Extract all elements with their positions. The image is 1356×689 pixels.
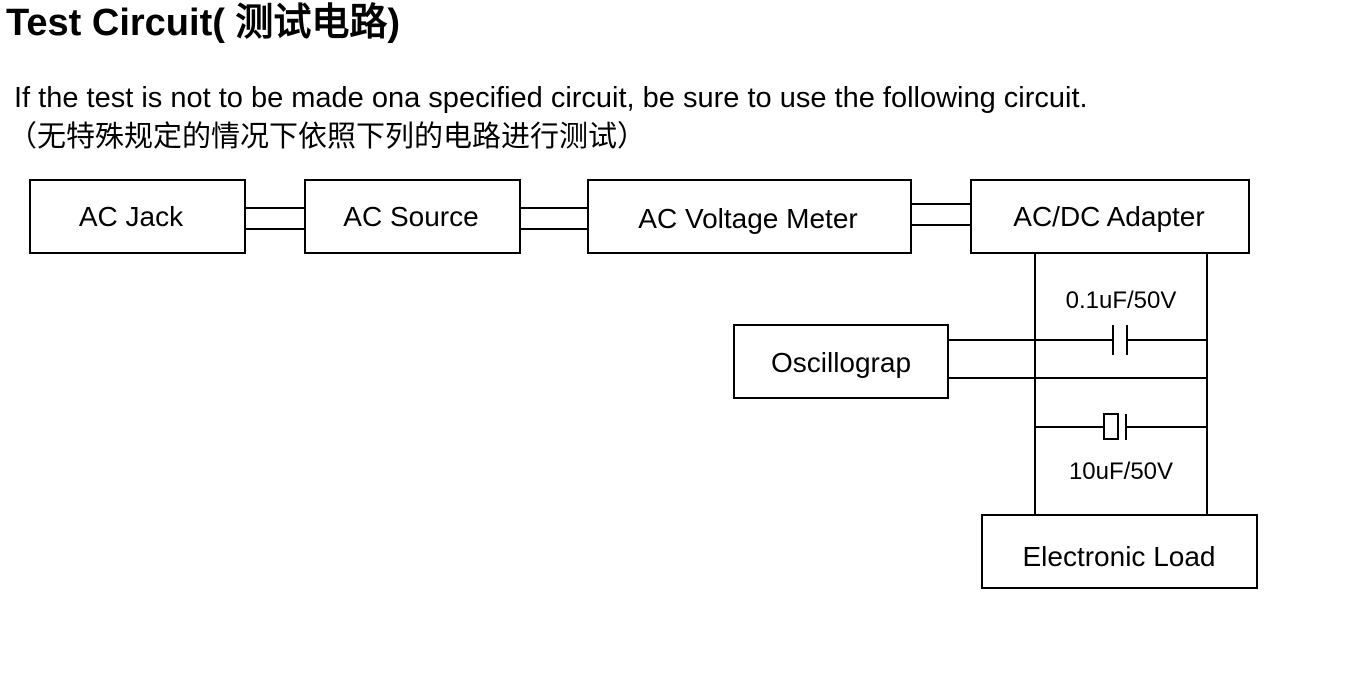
connector-jack-source xyxy=(245,207,305,230)
connector-source-meter xyxy=(520,207,588,230)
electronic-load-label: Electronic Load xyxy=(1022,541,1215,572)
page-title: Test Circuit( 测试电路) xyxy=(6,2,401,44)
description-english: If the test is not to be made ona specif… xyxy=(14,82,1088,114)
acdc-adapter-label: AC/DC Adapter xyxy=(1013,201,1204,232)
ac-voltage-meter-block xyxy=(587,179,912,254)
connector-meter-adapter xyxy=(911,203,971,226)
capacitor-small-label: 0.1uF/50V xyxy=(1066,287,1177,314)
description-chinese: （无特殊规定的情况下依照下列的电路进行测试） xyxy=(8,119,647,153)
oscillograph-block xyxy=(733,324,949,399)
ac-source-block xyxy=(304,179,521,254)
electronic-load-block xyxy=(981,514,1258,589)
ac-voltage-meter-label: AC Voltage Meter xyxy=(638,203,857,234)
acdc-adapter-block xyxy=(970,179,1250,254)
ac-jack-block xyxy=(29,179,246,254)
oscillograph-label: Oscillograp xyxy=(771,347,911,378)
ac-source-label: AC Source xyxy=(343,201,478,232)
capacitor-electrolytic-label: 10uF/50V xyxy=(1069,458,1173,485)
capacitor-electrolytic-symbol xyxy=(1035,413,1207,440)
ac-jack-label: AC Jack xyxy=(79,201,184,232)
capacitor-small-symbol xyxy=(1035,325,1207,355)
